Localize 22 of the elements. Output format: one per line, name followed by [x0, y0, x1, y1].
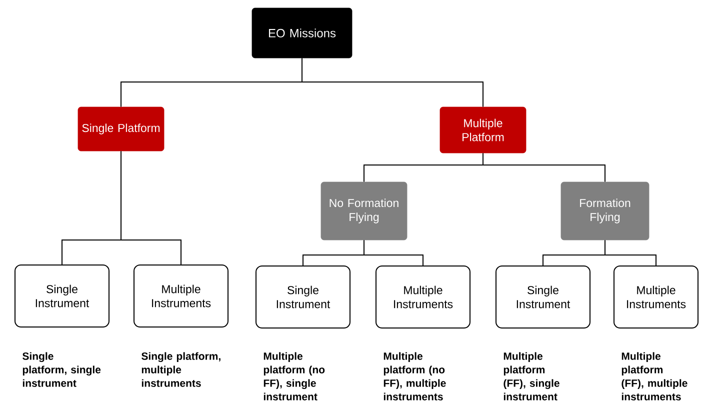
- leaf-box: Single Instrument: [14, 264, 110, 328]
- caption-text: Multiple platform (no FF), multiple instruments: [384, 352, 446, 400]
- connector: [302, 58, 484, 108]
- leaf-box: Multiple Instruments: [614, 266, 698, 328]
- leaf-box: Multiple Instruments: [376, 266, 470, 328]
- category-box: Formation Flying: [560, 182, 650, 240]
- category-box: Single Platform: [78, 106, 164, 152]
- caption-text: Multiple platform (FF), multiple instruments: [622, 352, 688, 400]
- connector: [120, 150, 182, 265]
- connector: [604, 240, 656, 266]
- leaf-box: Multiple Instruments: [134, 264, 228, 328]
- category-box: Multiple Platform: [440, 106, 526, 154]
- category-box: No Formation Flying: [320, 182, 408, 240]
- caption-text: Multiple platform (no FF), single instrument: [264, 352, 325, 400]
- caption-text: Multiple platform (FF), single instrument: [504, 352, 560, 400]
- connector: [364, 240, 424, 266]
- leaf-box: Single Instrument: [496, 266, 590, 328]
- root-box: EO Missions: [252, 8, 352, 58]
- leaf-box: Single Instrument: [256, 266, 350, 328]
- connector: [482, 152, 606, 182]
- caption-text: Single platform, single instrument: [22, 352, 101, 387]
- caption-text: Single platform, multiple instruments: [142, 352, 220, 387]
